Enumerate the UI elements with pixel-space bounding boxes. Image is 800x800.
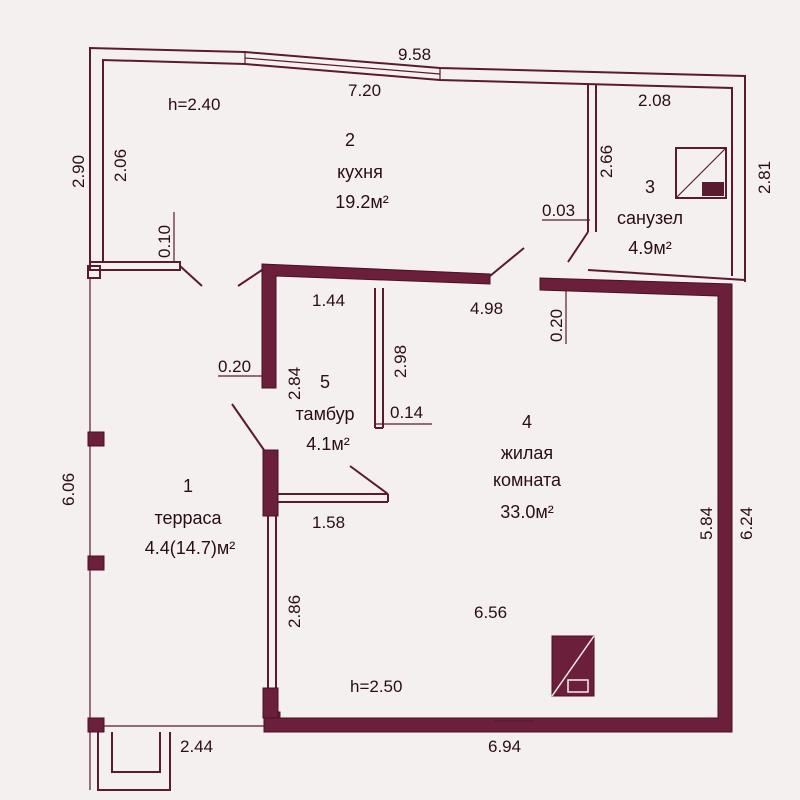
living-outer-thick-wall (263, 277, 733, 733)
room-2-name: кухня (337, 162, 383, 182)
dim-vestibule-top: 1.44 (312, 291, 345, 310)
terrace-steps-inner (111, 732, 161, 773)
living-stove-diag (551, 635, 595, 697)
dim-living-top: 4.98 (470, 299, 503, 318)
dim-vestibule-inner: 2.98 (391, 345, 410, 378)
kitchen-door-right (237, 269, 263, 287)
room-3-name: санузел (617, 208, 683, 228)
bath-heater (675, 147, 727, 199)
terrace-post-2 (87, 555, 105, 571)
dim-bath-right: 2.81 (755, 161, 774, 194)
room-3-number: 3 (645, 177, 655, 197)
vestibule-bottom-door (349, 465, 389, 495)
room-5-area: 4.1м² (306, 434, 349, 454)
vestibule-lower-thick-wall (262, 449, 279, 517)
fixtures (551, 147, 727, 697)
dim-vestibule-left: 2.84 (285, 367, 304, 400)
dim-terrace-bottom: 2.44 (180, 737, 213, 756)
bath-heater-diag (675, 147, 727, 199)
window-top-glass (244, 57, 441, 75)
dim-left-outer-upper: 2.90 (69, 155, 88, 188)
dim-wall-thick-right: 0.20 (547, 309, 566, 342)
dim-bath-left: 2.66 (597, 145, 616, 178)
dim-bottom-overall: 6.94 (488, 737, 521, 756)
living-stove-block (567, 679, 589, 693)
dim-wall-thick-left: 0.20 (218, 357, 251, 376)
room-3-area: 4.9м² (628, 238, 671, 258)
living-door-top (489, 247, 525, 277)
dim-terrace-inner: 2.86 (285, 595, 304, 628)
height-lower: h=2.50 (350, 677, 402, 696)
terrace-wall-end (262, 687, 279, 719)
kitchen-outer-wall (89, 46, 746, 282)
room-1-name: терраса (154, 508, 222, 528)
bath-bottom-wall (587, 269, 746, 281)
dimension-labels: 9.58 7.20 2.08 2.90 2.06 0.10 2.66 2.81 … (59, 45, 774, 756)
room-5-name: тамбур (296, 404, 355, 424)
bath-door (567, 231, 589, 263)
kitchen-door-left (179, 265, 203, 287)
room-4-name-2: комната (493, 470, 562, 490)
room-2-number: 2 (345, 130, 355, 150)
dim-partition: 0.14 (390, 403, 423, 422)
terrace-steps-outer (97, 732, 171, 791)
bath-heater-block (702, 182, 724, 196)
terrace-post-3 (87, 717, 105, 733)
corner-post (87, 265, 101, 279)
dim-living-right-outer: 6.24 (737, 507, 756, 540)
room-labels: 2 кухня 19.2м² 3 санузел 4.9м² 4 жилая к… (145, 95, 683, 696)
dim-small-left-upper: 0.10 (155, 225, 174, 258)
vestibule-door (231, 403, 265, 451)
dim-gap-bath: 0.03 (542, 201, 575, 220)
dim-kitchen-top: 7.20 (348, 81, 381, 100)
room-1-number: 1 (183, 476, 193, 496)
dim-vestibule-bottom: 1.58 (312, 513, 345, 532)
terrace-post-1 (87, 431, 105, 447)
walls (87, 46, 746, 791)
kitchen-inner-wall (102, 58, 733, 276)
room-4-name: жилая (501, 443, 553, 463)
dim-bath-top: 2.08 (638, 91, 671, 110)
dim-left-inner-upper: 2.06 (111, 149, 130, 182)
kitchen-left-stub (89, 261, 181, 271)
dim-left-outer-lower: 6.06 (59, 473, 78, 506)
room-1-area: 4.4(14.7)м² (145, 538, 235, 558)
dim-top-overall: 9.58 (398, 45, 431, 64)
room-2-area: 19.2м² (335, 192, 388, 212)
dim-living-width: 6.56 (474, 603, 507, 622)
room-4-number: 4 (522, 412, 532, 432)
vestibule-top-thick-wall (261, 263, 491, 389)
room-5-number: 5 (320, 372, 330, 392)
height-upper: h=2.40 (168, 95, 220, 114)
dim-living-right-inner: 5.84 (697, 507, 716, 540)
room-4-area: 33.0м² (500, 502, 553, 522)
